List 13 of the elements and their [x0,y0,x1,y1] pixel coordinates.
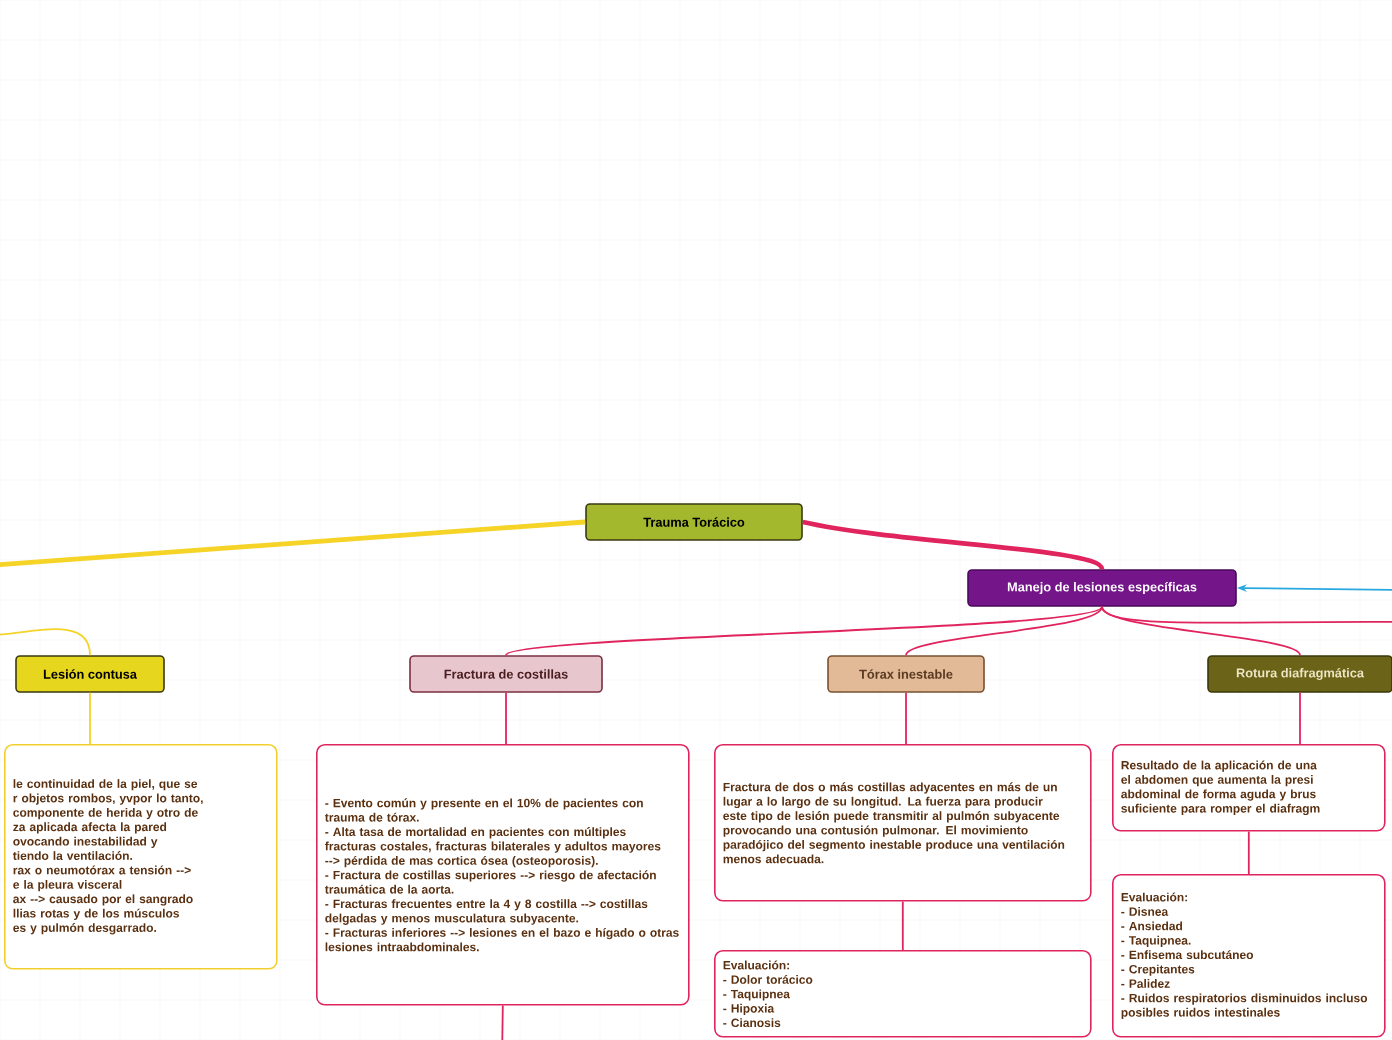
connector [501,1004,504,1040]
connector [802,519,1104,571]
connector [1299,691,1301,745]
connector [0,628,91,657]
connector [1247,830,1250,875]
connector [0,519,586,569]
connector [505,691,507,745]
connector [89,691,91,745]
connector [1101,605,1392,624]
connector [505,605,1103,657]
connector [901,900,904,951]
connector [905,691,907,745]
connector [905,605,1103,657]
